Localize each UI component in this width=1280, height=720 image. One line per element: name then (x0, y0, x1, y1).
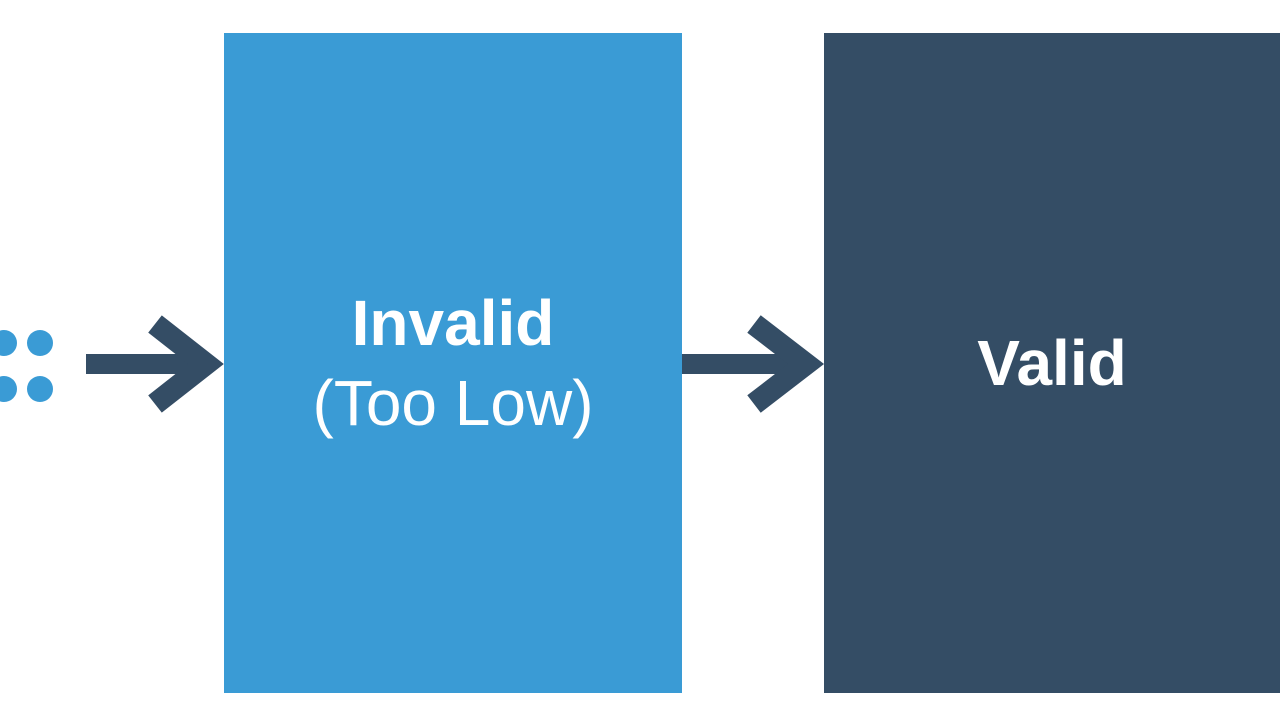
valid-label: Valid (977, 327, 1127, 399)
dot (0, 330, 17, 356)
arrow-right-icon (86, 315, 224, 413)
too-low-label: (Too Low) (312, 367, 594, 439)
dot (27, 330, 53, 356)
invalid-too-low-box: Invalid (Too Low) (224, 33, 682, 693)
dot (0, 376, 17, 402)
valid-box: Valid (824, 33, 1280, 693)
arrow-right-icon (682, 315, 825, 413)
invalid-label: Invalid (351, 287, 555, 359)
dot (27, 376, 53, 402)
dots-icon (0, 330, 53, 402)
